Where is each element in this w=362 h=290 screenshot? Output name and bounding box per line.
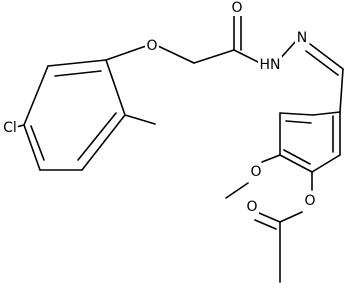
bond [309, 43, 344, 70]
bond [54, 70, 102, 77]
bond [312, 111, 341, 116]
atom-methoxy-oxygen: O [249, 163, 263, 181]
bond [285, 120, 312, 124]
bond [23, 65, 49, 126]
atom-ester-oxygen: O [303, 192, 317, 210]
bond [258, 212, 281, 223]
atom-label-cl: Cl [3, 120, 17, 136]
bond [254, 219, 277, 230]
bond [225, 182, 249, 199]
atom-label-o-methoxy: O [250, 164, 261, 180]
bond [105, 45, 147, 61]
atom-ether-oxygen: O [145, 37, 159, 55]
bond [339, 68, 344, 113]
bond [23, 124, 41, 171]
atom-ester-carbonyl-oxygen: O [245, 198, 259, 216]
bond [30, 125, 45, 161]
atom-label-o-ester: O [304, 193, 315, 209]
bond [77, 112, 117, 161]
atom-label-n-imine: N [297, 30, 307, 46]
bond [47, 59, 107, 67]
bond [279, 112, 314, 116]
bond [283, 149, 311, 165]
atom-label-o-ether: O [146, 38, 157, 54]
bond [105, 59, 126, 116]
bond [81, 114, 126, 171]
atom-chlorine: Cl [0, 118, 18, 136]
atom-imine-nitrogen: N [295, 29, 309, 47]
bond [124, 114, 156, 125]
bond [311, 154, 341, 173]
atom-label-o-carbonyl-ester: O [246, 199, 257, 215]
atom-amide-carbonyl-oxygen: O [230, 0, 244, 16]
bond [279, 211, 303, 223]
bond [279, 154, 313, 173]
atom-label-layer: Cl O O HN N O O O [0, 0, 317, 216]
bond [233, 49, 263, 65]
bond-layer [11, 13, 344, 283]
atom-amide-nitrogen: HN [258, 56, 282, 74]
bond [261, 154, 281, 163]
atom-label-nh: HN [260, 57, 281, 73]
atom-label-o-carbonyl-amide: O [231, 0, 242, 16]
bond [305, 50, 339, 76]
bond [157, 45, 195, 64]
bond [193, 49, 235, 64]
